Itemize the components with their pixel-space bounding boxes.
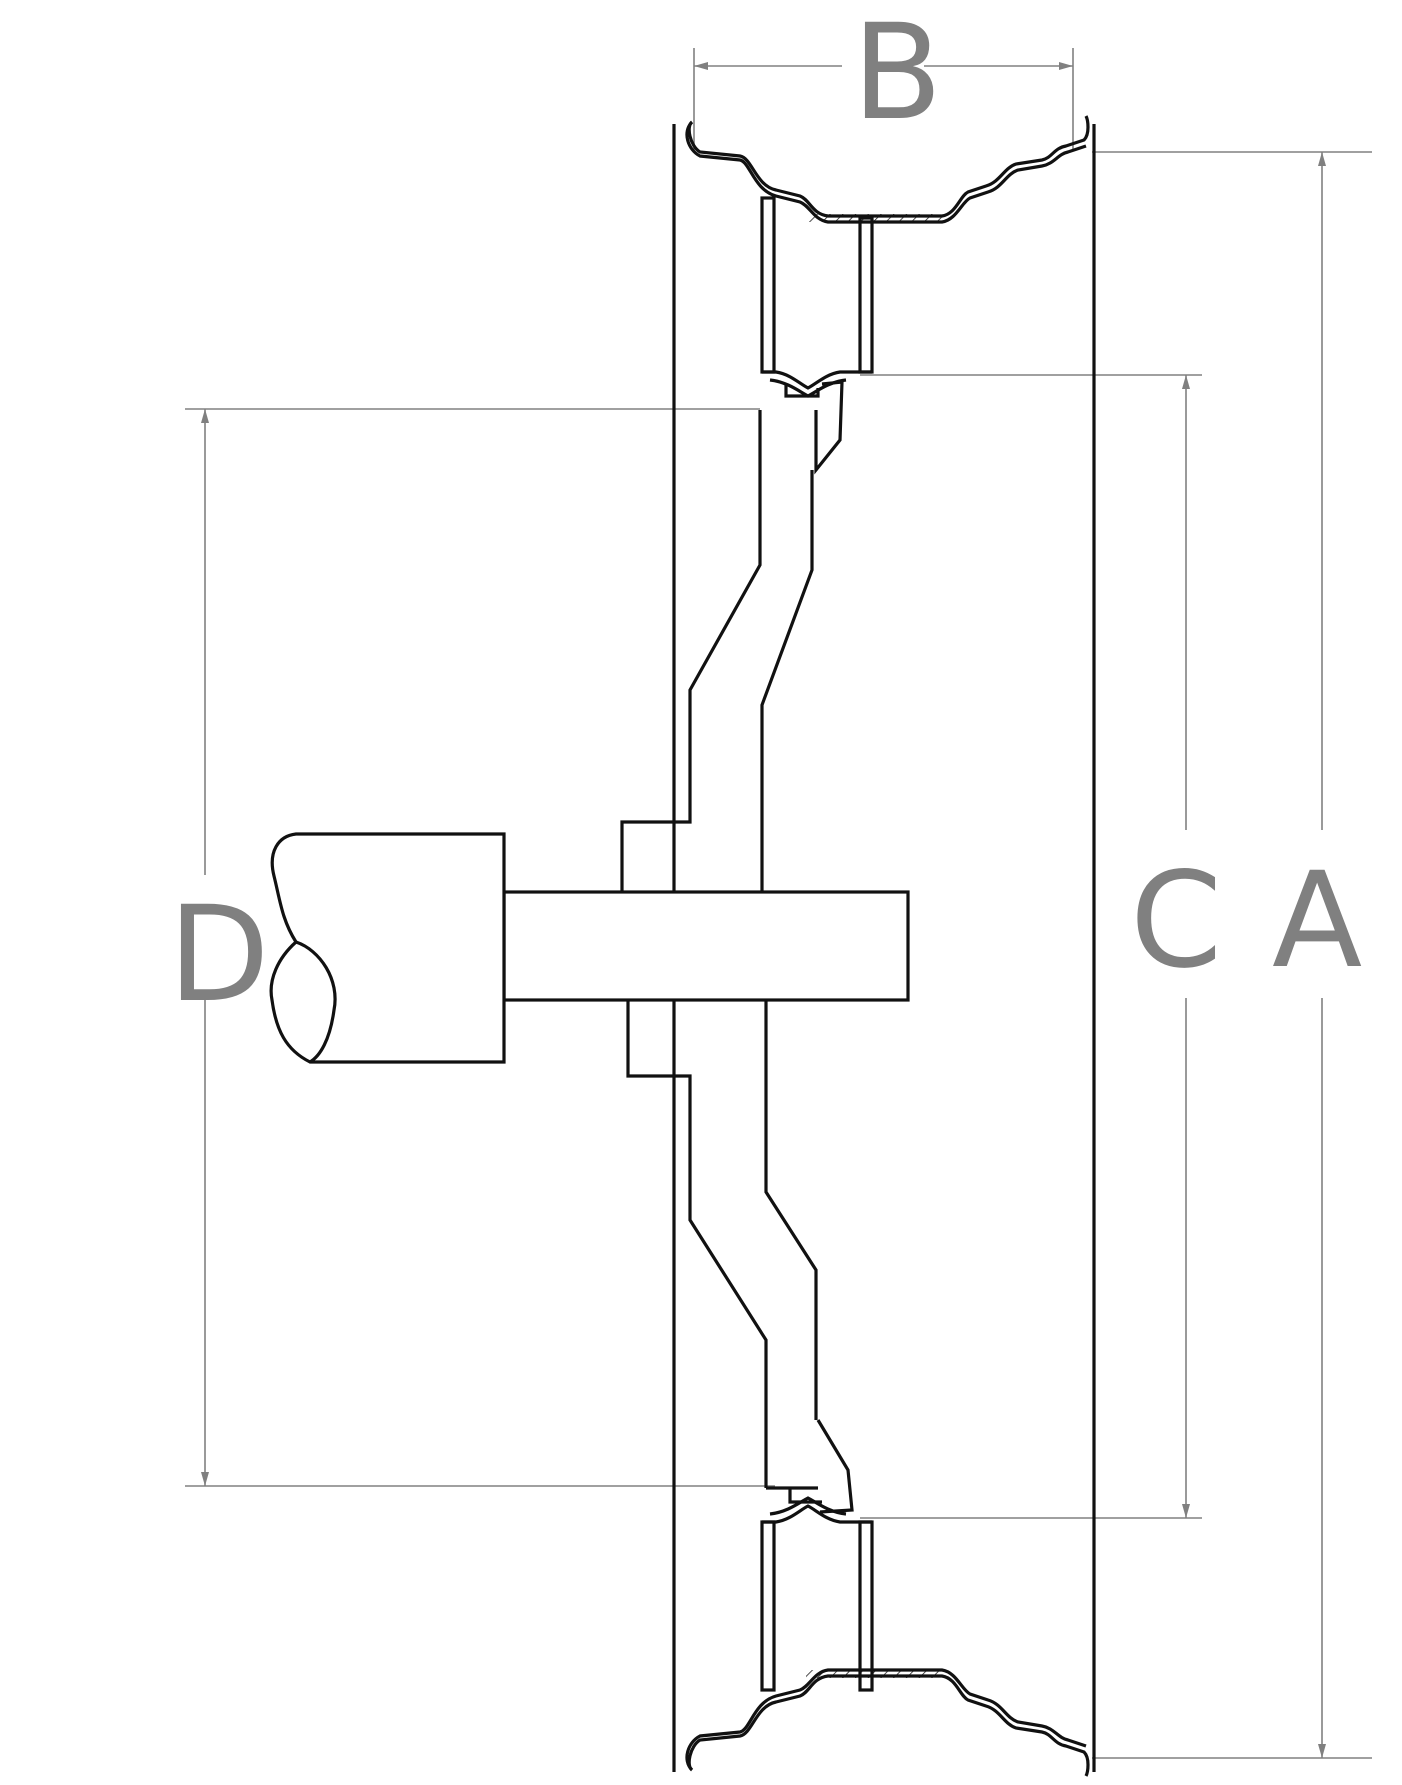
rim-profile-top	[687, 115, 1090, 218]
dimension-d	[185, 408, 775, 1487]
bead-channel-bottom	[760, 1496, 874, 1692]
dimension-a	[1092, 151, 1372, 1759]
axle-stub-broken	[269, 832, 506, 1064]
rim-profile-bottom	[687, 1674, 1090, 1777]
wheel-disc-top	[620, 380, 844, 892]
dimension-c	[860, 374, 1202, 1519]
label-a: A	[1272, 844, 1362, 998]
label-c: C	[1130, 844, 1222, 998]
wheel-disc-bottom	[626, 1000, 854, 1514]
label-d: D	[168, 878, 270, 1032]
dimension-b	[693, 48, 1074, 150]
label-b: B	[852, 0, 943, 150]
axle-shaft	[502, 890, 910, 1002]
bead-channel-top	[760, 196, 874, 398]
